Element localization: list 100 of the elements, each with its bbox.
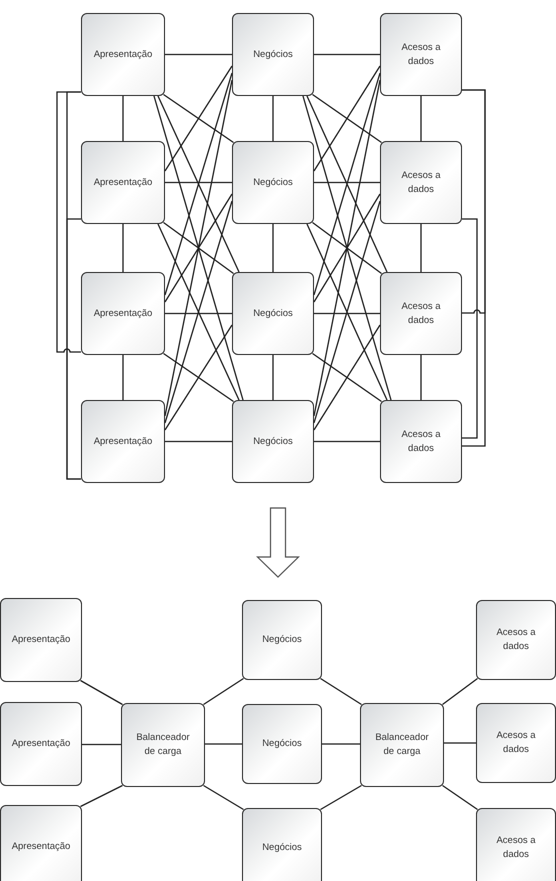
connector-line: [272, 355, 274, 400]
box-label: Acesos a dados: [400, 40, 442, 68]
process-box: [81, 272, 165, 355]
block-arrow: [256, 507, 300, 578]
connector-line: [314, 312, 380, 314]
connector-line: [314, 54, 380, 56]
connector-line: [164, 72, 233, 296]
box-label: Apresentação: [12, 737, 70, 751]
connector-line: [313, 66, 381, 172]
connector-line: [420, 355, 422, 400]
connector-line: [442, 784, 478, 810]
box-label: Apresentação: [12, 633, 70, 647]
connector-line: [420, 96, 422, 141]
connector-line: [313, 72, 381, 296]
process-box: [380, 13, 462, 96]
box-label: Negócios: [262, 841, 302, 855]
connector-line: [66, 218, 81, 480]
connector-line: [313, 80, 381, 416]
process-box: [380, 272, 462, 355]
box-label: Balanceador de carga: [374, 731, 430, 759]
connector-line: [272, 96, 274, 141]
process-box: [232, 400, 314, 483]
connector-line: [164, 194, 233, 302]
connector-line: [82, 744, 121, 746]
box-label: Apresentação: [94, 48, 152, 62]
connector-line: [165, 312, 232, 314]
connector-line: [314, 440, 380, 442]
connector-line: [320, 784, 362, 810]
connector-line: [306, 96, 388, 272]
connector-line: [157, 224, 240, 400]
connector-line: [203, 678, 244, 706]
process-box: [121, 703, 205, 787]
connector-line: [122, 355, 124, 400]
connector-line: [306, 224, 388, 400]
connector-line: [157, 96, 240, 272]
process-box: [476, 600, 556, 680]
connector-line: [420, 224, 422, 272]
process-box: [232, 13, 314, 96]
connector-line: [164, 200, 233, 424]
connector-line: [272, 224, 274, 272]
connector-line: [122, 96, 124, 141]
connector-line: [312, 94, 382, 144]
process-box: [380, 400, 462, 483]
connector-line: [122, 224, 124, 272]
connector-line: [313, 324, 381, 430]
connector-line: [80, 680, 123, 706]
box-label: Acesos a dados: [495, 729, 537, 757]
process-box: [476, 703, 556, 783]
connector-line: [165, 440, 232, 442]
connector-line: [442, 678, 478, 706]
box-label: Acesos a dados: [400, 168, 442, 196]
connector-line: [80, 784, 123, 808]
box-label: Negócios: [253, 434, 293, 448]
connector-line: [164, 80, 233, 416]
box-label: Acesos a dados: [495, 834, 537, 862]
process-box: [81, 400, 165, 483]
process-box: [242, 808, 322, 881]
process-box: [476, 808, 556, 881]
process-box: [360, 703, 444, 787]
connector-line: [444, 742, 476, 744]
connector-line: [312, 352, 382, 402]
process-box: [242, 600, 322, 680]
process-box: [81, 141, 165, 224]
process-box: [380, 141, 462, 224]
connector-line: [320, 678, 362, 706]
connector-line: [314, 182, 380, 184]
connector-line: [322, 743, 360, 745]
connector-line: [203, 784, 244, 810]
connector-line: [312, 222, 382, 274]
box-label: Negócios: [253, 306, 293, 320]
connector-line: [302, 96, 392, 400]
box-label: Acesos a dados: [400, 300, 442, 328]
process-box: [232, 141, 314, 224]
box-label: Negócios: [253, 176, 293, 190]
connector-line: [165, 54, 232, 56]
process-box: [232, 272, 314, 355]
box-label: Apresentação: [94, 434, 152, 448]
connector-line: [163, 352, 234, 402]
connector-line: [313, 200, 381, 424]
connector-line: [56, 91, 81, 353]
connector-line: [165, 182, 232, 184]
box-label: Apresentação: [12, 840, 70, 854]
box-label: Acesos a dados: [495, 626, 537, 654]
process-box: [0, 702, 82, 786]
box-label: Apresentação: [94, 176, 152, 190]
box-label: Negócios: [253, 48, 293, 62]
process-box: [0, 805, 82, 881]
connector-line: [205, 743, 242, 745]
process-box: [0, 598, 82, 682]
connector-line: [462, 218, 478, 439]
connector-line: [153, 96, 244, 400]
process-box: [81, 13, 165, 96]
box-label: Balanceador de carga: [135, 731, 191, 759]
process-box: [242, 704, 322, 784]
connector-line: [164, 66, 233, 172]
connector-line: [163, 222, 234, 274]
box-label: Apresentação: [94, 306, 152, 320]
connector-line: [163, 94, 234, 144]
connector-line: [313, 194, 381, 302]
connector-line: [164, 324, 233, 430]
